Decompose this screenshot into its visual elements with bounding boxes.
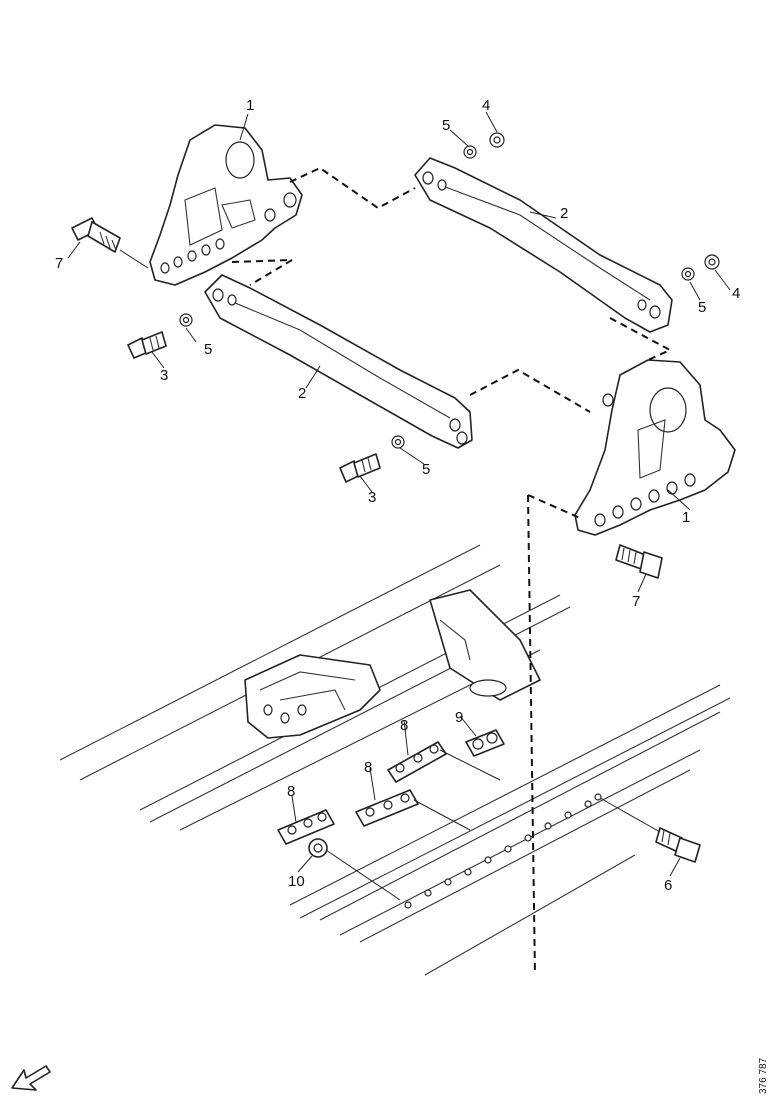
callout-1: 1 (246, 97, 254, 114)
callout-2: 2 (298, 385, 306, 402)
callout-7: 7 (55, 255, 63, 272)
callout-1: 1 (682, 509, 690, 526)
bolt-3-lower (339, 453, 381, 483)
bolt-7-left (71, 217, 121, 253)
callout-5: 5 (698, 299, 706, 316)
nuts-and-washers (179, 132, 720, 449)
bracket-upper-left (149, 124, 303, 286)
reference-code: 376 787 (758, 1057, 769, 1094)
bolt-3-upper (127, 331, 167, 359)
callout-2: 2 (560, 205, 568, 222)
mounting-plate (244, 589, 541, 739)
assembly-dashed-lines (231, 166, 673, 976)
callout-9: 9 (455, 709, 463, 726)
callout-6: 6 (664, 877, 672, 894)
cross-member-lower (204, 274, 473, 449)
callout-8: 8 (400, 717, 408, 734)
callout-10: 10 (288, 873, 305, 890)
leader-lines (67, 111, 731, 901)
callout-labels: 1 1 2 2 3 3 4 4 5 5 5 5 6 7 7 8 8 8 9 10 (55, 97, 740, 894)
callout-5: 5 (204, 341, 212, 358)
callout-3: 3 (160, 367, 168, 384)
callout-5: 5 (442, 117, 450, 134)
callout-8: 8 (287, 783, 295, 800)
callout-7: 7 (632, 593, 640, 610)
frame-rails (59, 544, 731, 976)
callout-4: 4 (482, 97, 490, 114)
bracket-lower-right (574, 359, 736, 536)
callout-4: 4 (732, 285, 740, 302)
callout-8: 8 (364, 759, 372, 776)
callout-3: 3 (368, 489, 376, 506)
frame-holes (404, 793, 602, 909)
bolt-6 (655, 827, 701, 863)
callout-5: 5 (422, 461, 430, 478)
shims-and-spacers (277, 729, 505, 858)
direction-arrow-icon (11, 1065, 51, 1091)
cross-member-upper (414, 157, 673, 333)
bolt-7-right (615, 544, 663, 579)
